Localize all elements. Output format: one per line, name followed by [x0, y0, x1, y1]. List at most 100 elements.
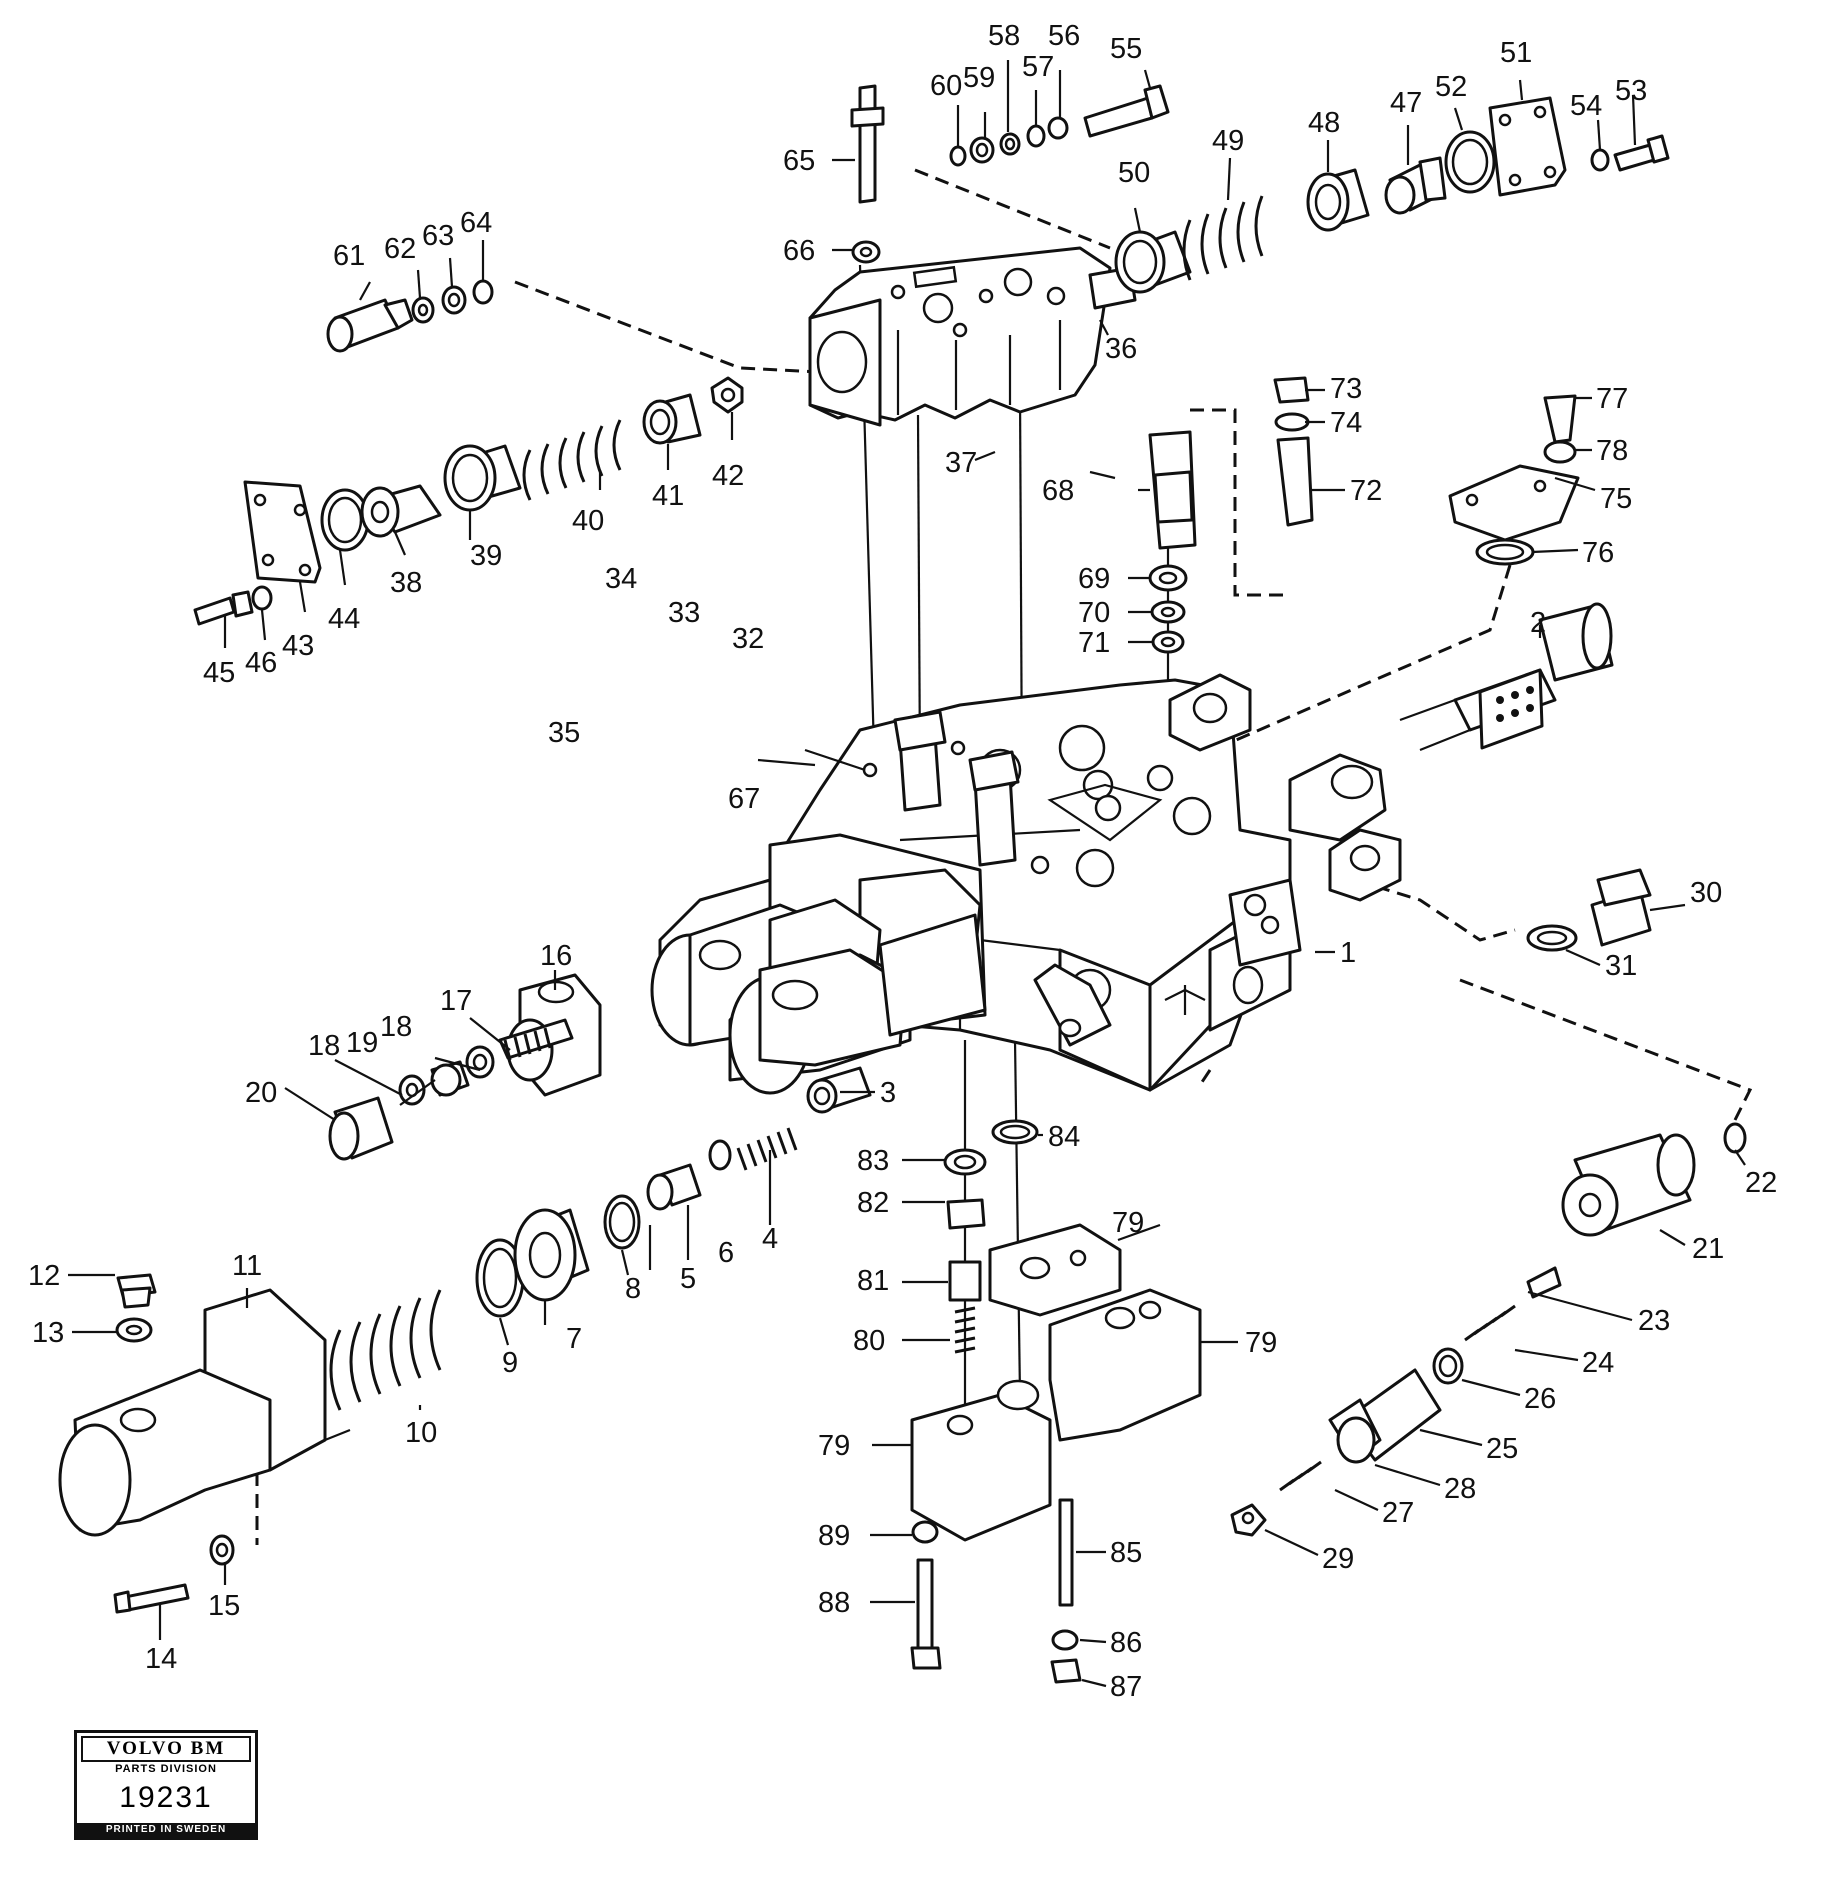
parts-division-stamp: VOLVO BM PARTS DIVISION 19231 PRINTED IN…: [74, 1730, 258, 1840]
part-label: 79: [1245, 1327, 1277, 1359]
part-number-labels: 1 2 3 4 5 6 7 8 9 10 11 12 13 14 15 16 1…: [28, 20, 1777, 1703]
part-label: 75: [1600, 483, 1632, 515]
part-label: 69: [1078, 563, 1110, 595]
solenoid-and-plug-parts: [1148, 376, 1580, 654]
part-label: 46: [245, 647, 277, 679]
part-label: 57: [1022, 51, 1054, 83]
part-label: 60: [930, 70, 962, 102]
part-label: 48: [1308, 107, 1340, 139]
part-label: 29: [1322, 1543, 1354, 1575]
part-label: 23: [1638, 1305, 1670, 1337]
part-label: 56: [1048, 20, 1080, 52]
part-label: 78: [1596, 435, 1628, 467]
stamp-brand: VOLVO BM: [81, 1736, 251, 1762]
part-label: 31: [1605, 950, 1637, 982]
part-label: 72: [1350, 475, 1382, 507]
part-label: 82: [857, 1187, 889, 1219]
part-label: 1: [1340, 937, 1356, 969]
part-label: 77: [1596, 383, 1628, 415]
part-label: 49: [1212, 125, 1244, 157]
stamp-printed: PRINTED IN SWEDEN: [77, 1823, 255, 1837]
part-label: 63: [422, 220, 454, 252]
assembly-dashed-lines: [255, 168, 1753, 1545]
part-label: 62: [384, 233, 416, 265]
upper-right-parts: [850, 84, 1670, 294]
part-label: 70: [1078, 597, 1110, 629]
part-label: 59: [963, 62, 995, 94]
part-label: 5: [680, 1263, 696, 1295]
part-label: 34: [605, 563, 637, 595]
part-label: 24: [1582, 1347, 1614, 1379]
part-label: 4: [762, 1223, 778, 1255]
part-label: 37: [945, 447, 977, 479]
part-label: 88: [818, 1587, 850, 1619]
label-leader-lines: [68, 60, 1746, 1640]
lower-centre-leaders: [870, 1133, 1238, 1688]
part-label: 55: [1110, 33, 1142, 65]
part-label: 35: [548, 717, 580, 749]
part-label: 86: [1110, 1627, 1142, 1659]
part-label: 22: [1745, 1167, 1777, 1199]
stamp-division: PARTS DIVISION: [115, 1763, 217, 1775]
part-label: 30: [1690, 877, 1722, 909]
part-label: 14: [145, 1643, 177, 1675]
part-label: 17: [440, 985, 472, 1017]
part-label: 27: [1382, 1497, 1414, 1529]
part-label: 10: [405, 1417, 437, 1449]
part-label: 76: [1582, 537, 1614, 569]
part-label: 38: [390, 567, 422, 599]
part-label: 54: [1570, 90, 1602, 122]
part-label: 13: [32, 1317, 64, 1349]
part-label: 11: [232, 1250, 262, 1282]
part-label: 68: [1042, 475, 1074, 507]
part-label: 40: [572, 505, 604, 537]
part-label: 36: [1105, 333, 1137, 365]
part-label: 58: [988, 20, 1020, 52]
part-label: 84: [1048, 1121, 1080, 1153]
left-solenoid-housings: [650, 878, 987, 1114]
part-label: 18: [308, 1030, 340, 1062]
lower-left-parts: [58, 1127, 798, 1614]
part-label: 50: [1118, 157, 1150, 189]
part-label: 21: [1692, 1233, 1724, 1265]
part-label: 51: [1500, 37, 1532, 69]
part-label: 53: [1615, 75, 1647, 107]
part-label: 6: [718, 1237, 734, 1269]
part-label: 85: [1110, 1537, 1142, 1569]
part-label: 89: [818, 1520, 850, 1552]
part-label: 61: [333, 240, 365, 272]
right-lower-parts: [1230, 868, 1747, 1537]
part-label: 26: [1524, 1383, 1556, 1415]
part-label: 8: [625, 1273, 641, 1305]
part-label: 73: [1330, 373, 1362, 405]
part-label: 42: [712, 460, 744, 492]
part-label: 64: [460, 207, 492, 239]
part-label: 18: [380, 1011, 412, 1043]
part-label: 15: [208, 1590, 240, 1622]
part-label: 2: [1530, 607, 1546, 639]
part-label: 41: [652, 480, 684, 512]
part-label: 66: [783, 235, 815, 267]
part-label: 65: [783, 145, 815, 177]
part-label: 80: [853, 1325, 885, 1357]
part-label: 12: [28, 1260, 60, 1292]
part-label: 3: [880, 1077, 896, 1109]
part-label: 44: [328, 603, 360, 635]
upper-left-parts: [193, 279, 744, 626]
part-label: 79: [1112, 1207, 1144, 1239]
lower-centre-parts: [910, 1119, 1202, 1684]
part-label: 45: [203, 657, 235, 689]
relief-valve-parts: [328, 973, 602, 1161]
part-label: 25: [1486, 1433, 1518, 1465]
part-label: 81: [857, 1265, 889, 1297]
part-label: 7: [566, 1323, 582, 1355]
part-label: 20: [245, 1077, 277, 1109]
part-label: 74: [1330, 407, 1362, 439]
part-label: 67: [728, 783, 760, 815]
part-label: 32: [732, 623, 764, 655]
part-label: 9: [502, 1347, 518, 1379]
part-label: 83: [857, 1145, 889, 1177]
part-label: 79: [818, 1430, 850, 1462]
part-label: 43: [282, 630, 314, 662]
upper-valve-head: [808, 246, 1137, 427]
